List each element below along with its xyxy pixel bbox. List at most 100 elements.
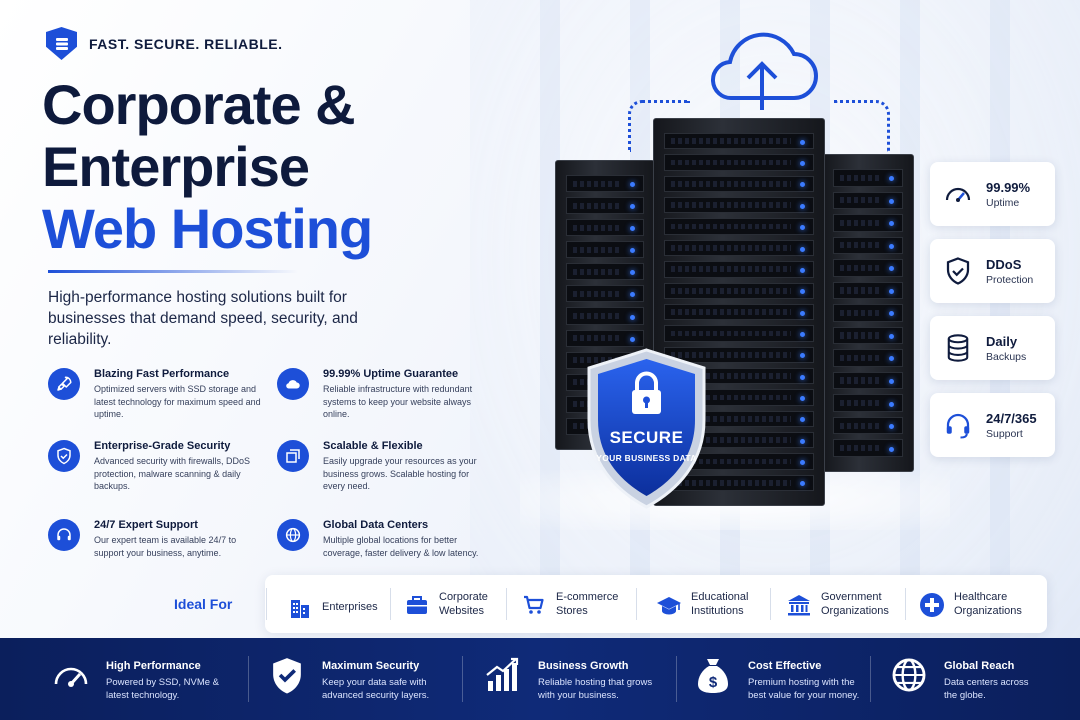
server-shield-logo-icon	[46, 27, 77, 60]
briefcase-icon	[404, 592, 430, 618]
shield-subtitle: YOUR BUSINESS DATA	[596, 453, 697, 463]
divider	[905, 588, 906, 620]
ideal-item-education: Educational Institutions	[656, 591, 753, 618]
stat-sub: Backups	[986, 350, 1027, 363]
divider	[770, 588, 771, 620]
speedometer-icon	[942, 178, 974, 210]
ideal-item-text: E-commerce Stores	[556, 591, 619, 617]
band-title: Maximum Security	[322, 660, 420, 672]
stat-sub: Uptime	[986, 196, 1020, 209]
money-bag-icon: $	[692, 654, 734, 696]
feature-title: 99.99% Uptime Guarantee	[323, 368, 459, 380]
ideal-item-text: Enterprises	[322, 601, 378, 614]
divider	[636, 588, 637, 620]
divider	[676, 656, 677, 702]
connection-line-left	[628, 100, 690, 152]
cloud-icon	[277, 368, 309, 400]
divider	[506, 588, 507, 620]
server-rack-right	[822, 154, 914, 472]
band-title: Cost Effective	[748, 660, 822, 672]
band-desc: Data centers across the globe.	[944, 677, 1029, 701]
band-desc: Premium hosting with the best value for …	[748, 677, 860, 701]
secure-shield-badge: SECURE YOUR BUSINESS DATA	[584, 346, 709, 511]
divider	[390, 588, 391, 620]
svg-text:$: $	[709, 674, 718, 691]
feature-desc: Our expert team is available 24/7 to sup…	[94, 535, 237, 558]
stat-card-uptime: 99.99%Uptime	[930, 162, 1055, 226]
feature-title: Scalable & Flexible	[323, 440, 423, 452]
band-title: Business Growth	[538, 660, 629, 672]
ideal-item-text: Corporate Websites	[439, 591, 488, 617]
scale-icon	[277, 440, 309, 472]
ideal-item-government: Government Organizations	[786, 591, 893, 618]
globe-icon	[277, 519, 309, 551]
feature-title: Global Data Centers	[323, 519, 429, 531]
stat-sub: Support	[986, 427, 1023, 440]
ideal-item-corporate: Corporate Websites	[404, 591, 499, 618]
connection-line-right	[834, 100, 890, 152]
ideal-for-label: Ideal For	[174, 596, 233, 612]
divider	[248, 656, 249, 702]
rocket-icon	[48, 368, 80, 400]
shield-check-icon	[942, 255, 974, 287]
ideal-item-ecommerce: E-commerce Stores	[521, 591, 626, 618]
band-desc: Reliable hosting that grows with your bu…	[538, 677, 653, 701]
headset-icon	[942, 409, 974, 441]
band-desc: Powered by SSD, NVMe & latest technology…	[106, 677, 219, 701]
band-title: Global Reach	[944, 660, 1015, 672]
brand: FAST. SECURE. RELIABLE.	[46, 27, 283, 60]
feature-desc: Optimized servers with SSD storage and l…	[94, 384, 261, 419]
ideal-item-text: Government Organizations	[821, 591, 889, 617]
shield-title: SECURE	[609, 428, 684, 447]
stat-title: 24/7/365	[986, 410, 1037, 426]
ideal-item-enterprises: Enterprises	[287, 595, 378, 621]
band-title: High Performance	[106, 660, 201, 672]
stat-title: DDoS	[986, 256, 1022, 272]
feature-title: Blazing Fast Performance	[94, 368, 230, 380]
feature-desc: Easily upgrade your resources as your bu…	[323, 456, 477, 491]
feature-title: Enterprise-Grade Security	[94, 440, 231, 452]
stat-title: 99.99%	[986, 179, 1031, 195]
divider	[462, 656, 463, 702]
brand-tagline: FAST. SECURE. RELIABLE.	[89, 35, 283, 52]
shield-check-icon	[266, 654, 308, 696]
feature-title: 24/7 Expert Support	[94, 519, 198, 531]
database-icon	[942, 332, 974, 364]
title-line-1: Corporate &	[42, 73, 356, 136]
feature-desc: Multiple global locations for better cov…	[323, 535, 479, 558]
growth-chart-icon	[482, 654, 524, 696]
title-line-2: Enterprise	[42, 135, 310, 198]
feature-desc: Reliable infrastructure with redundant s…	[323, 384, 473, 419]
stat-sub: Protection	[986, 273, 1034, 286]
globe-icon	[888, 654, 930, 696]
ideal-item-healthcare: Healthcare Organizations	[919, 591, 1026, 618]
government-icon	[786, 592, 812, 618]
headset-icon	[48, 519, 80, 551]
divider	[870, 656, 871, 702]
building-icon	[287, 595, 313, 621]
page-title: Corporate & Enterprise Web Hosting	[42, 73, 373, 260]
ideal-item-text: Healthcare Organizations	[954, 591, 1022, 617]
band-desc: Keep your data safe with advanced securi…	[322, 677, 430, 701]
ideal-for-bar	[265, 575, 1047, 633]
gauge-icon	[50, 654, 92, 696]
benefits-band	[0, 638, 1080, 720]
title-line-3: Web Hosting	[42, 197, 373, 260]
cart-icon	[521, 592, 547, 618]
stat-title: Daily	[986, 333, 1018, 349]
ideal-item-text: Educational Institutions	[691, 591, 749, 617]
divider	[266, 588, 267, 620]
